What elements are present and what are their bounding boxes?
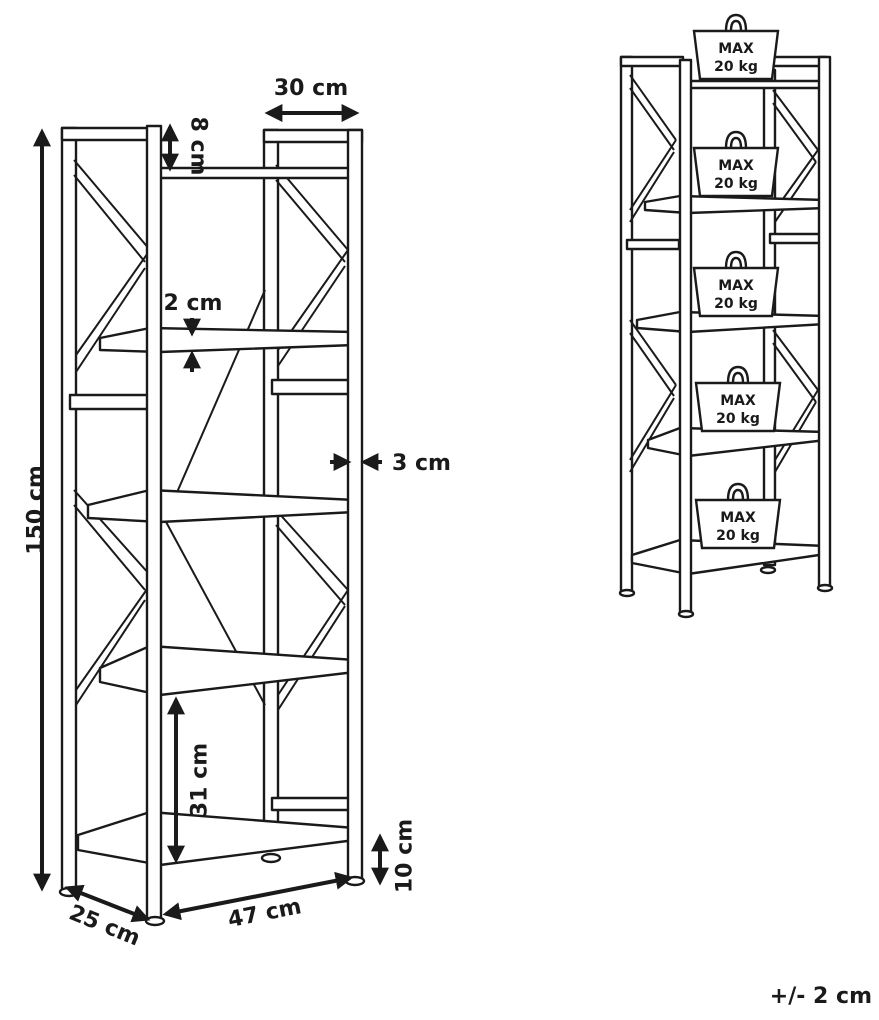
left-side-rail bbox=[68, 393, 152, 411]
back-diagonal-brace bbox=[164, 289, 266, 521]
height-label: 150 cm bbox=[24, 465, 49, 555]
foot-front-left bbox=[144, 915, 166, 927]
tolerance-note: +/- 2 cm bbox=[770, 984, 872, 1009]
weight-max-label: MAX bbox=[720, 393, 756, 409]
load-foot-2 bbox=[677, 609, 695, 619]
load-front-left-post bbox=[678, 58, 693, 617]
weight-max-label: MAX bbox=[718, 158, 754, 174]
right-side-rail bbox=[270, 378, 354, 396]
dimensioned-shelf-drawing: 150 cm 30 cm 8 cm 2 cm 3 cm 31 cm 10 cm … bbox=[24, 76, 451, 951]
frame-thickness-label: 3 cm bbox=[392, 451, 451, 476]
weight-limit-label: 20 kg bbox=[714, 296, 758, 312]
weight-max-label: MAX bbox=[720, 510, 756, 526]
load-front-right-post bbox=[817, 55, 832, 589]
load-back-left-top bbox=[619, 55, 685, 68]
load-right-rail bbox=[768, 232, 824, 245]
back-left-post bbox=[60, 126, 78, 892]
weight-limit-label: 20 kg bbox=[714, 176, 758, 192]
leg-height-label: 10 cm bbox=[393, 819, 418, 893]
left-side-bracing bbox=[73, 159, 151, 706]
weight-icon: MAX 20 kg bbox=[692, 130, 780, 198]
shelf-spacing-label: 31 cm bbox=[188, 743, 213, 817]
load-side-bracing bbox=[629, 74, 819, 473]
top-gap-label: 8 cm bbox=[186, 117, 211, 176]
back-left-top-rail bbox=[60, 126, 162, 142]
front-right-post bbox=[346, 128, 364, 880]
back-right-post bbox=[262, 128, 280, 832]
load-foot-4 bbox=[759, 565, 777, 575]
right-side-bracing bbox=[275, 164, 349, 711]
side-depth-label: 25 cm bbox=[65, 900, 143, 951]
side-depth-arrow bbox=[64, 884, 151, 923]
depth-label: 30 cm bbox=[274, 76, 348, 101]
width-arrow bbox=[162, 871, 354, 921]
front-left-post bbox=[145, 124, 163, 923]
weight-icon: MAX 20 kg bbox=[692, 13, 780, 81]
load-top-rail bbox=[681, 79, 828, 90]
right-bottom-rail bbox=[270, 796, 354, 812]
load-back-left-post bbox=[619, 55, 634, 594]
weight-max-label: MAX bbox=[718, 41, 754, 57]
weight-max-label: MAX bbox=[718, 278, 754, 294]
weight-limit-label: 20 kg bbox=[716, 411, 760, 427]
weight-icon: MAX 20 kg bbox=[692, 250, 780, 318]
weight-icon: MAX 20 kg bbox=[694, 365, 782, 433]
foot-back-right bbox=[260, 852, 282, 864]
weight-limit-label: 20 kg bbox=[716, 528, 760, 544]
weight-limit-label: 20 kg bbox=[714, 59, 758, 75]
weight-icon: MAX 20 kg bbox=[694, 482, 782, 550]
load-left-rail bbox=[625, 238, 681, 251]
load-foot-3 bbox=[816, 583, 834, 593]
load-foot-1 bbox=[618, 588, 636, 598]
load-capacity-shelf-drawing: MAX 20 kg MAX 20 kg MAX 20 kg MAX 20 kg bbox=[618, 13, 834, 619]
shelf-thickness-label: 2 cm bbox=[164, 291, 223, 316]
